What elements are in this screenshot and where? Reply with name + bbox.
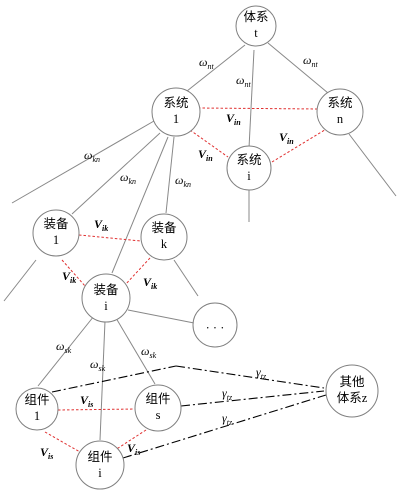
edge-t-system1 [186, 44, 246, 92]
external-top [175, 365, 325, 389]
omega-kn-label: ωkn [175, 173, 191, 189]
v-labels: Vin Vin Vin Vik Vik Vik Vis Vis Vis [40, 111, 294, 461]
coupling-system1-systemi [189, 129, 229, 158]
v-in-label: Vin [279, 130, 294, 146]
v-ik-label: Vik [62, 269, 76, 285]
node-component-i: 组件 i [75, 440, 125, 490]
omega-kn-label: ωkn [120, 170, 136, 186]
v-in-label: Vin [226, 111, 241, 127]
edge-system1-equipmenti [111, 136, 169, 274]
node-label-line2: s [156, 408, 161, 422]
node-system-n: 系统 n [316, 88, 364, 136]
node-label-line2: k [161, 237, 168, 251]
node-other-system: 其他 体系z [325, 364, 379, 418]
node-equipment-1: 装备 1 [32, 209, 80, 257]
node-label-line2: i [247, 169, 251, 183]
edge-equipmenti-component1 [37, 315, 95, 387]
node-system-1: 系统 1 [151, 87, 201, 137]
coupling-systemi-systemn [271, 127, 329, 163]
node-label-line1: 装备 [43, 217, 69, 231]
node-label-line1: 系统 [327, 96, 352, 110]
v-ik-label: Vik [94, 217, 108, 233]
node-equipment-k: 装备 k [140, 213, 188, 261]
external-edges [51, 365, 327, 459]
node-label-line1: 组件 [145, 392, 170, 406]
node-label-line1: 系统 [163, 96, 188, 110]
edge-system1-equipmentk [165, 136, 175, 214]
node-equipment-i: 装备 i [81, 273, 131, 323]
node-label-line1: 装备 [151, 221, 177, 235]
node-label-line2: i [104, 299, 108, 313]
node-label-line1: · · · [206, 321, 225, 335]
edge-systemn-down [348, 133, 397, 197]
coupling-equipmentk-equipmenti [124, 257, 151, 286]
edge-equipmentk-right-branch [173, 259, 199, 297]
omega-labels: ωnt ωnt ωnt ωkn ωkn ωkn ωsk ωsk ωsk [56, 53, 318, 373]
node-label-line2: i [98, 466, 102, 480]
node-label-line1: 装备 [93, 283, 119, 297]
coupling-system1-systemn [197, 107, 319, 110]
node-label-line2: 1 [53, 233, 59, 247]
node-label-line1: 其他 [339, 375, 365, 389]
omega-kn-label: ωkn [84, 148, 100, 164]
node-ellipsis: · · · [192, 302, 238, 348]
external-componenti [122, 394, 327, 459]
v-in-label: Vin [198, 147, 213, 163]
omega-sk-label: ωsk [141, 344, 157, 360]
coupling-component1-components [57, 408, 137, 411]
edge-system1-left-branch [11, 120, 155, 204]
v-is-label: Vis [80, 393, 93, 409]
external-component1 [51, 365, 177, 393]
node-label-line1: 体系 [243, 10, 268, 24]
external-components [180, 390, 325, 407]
omega-nt-label: ωnt [303, 53, 318, 69]
coupling-equipment1-equipmentk [78, 234, 142, 242]
node-system-of-systems: 体系 t [235, 5, 277, 47]
gamma-tz-label: γtz [222, 411, 233, 427]
edge-equipmenti-components [115, 317, 156, 385]
node-component-1: 组件 1 [15, 387, 59, 431]
node-label-line2: 体系z [337, 391, 368, 405]
omega-nt-label: ωnt [199, 55, 214, 71]
omega-nt-label: ωnt [236, 73, 251, 89]
edge-system1-equipment1 [71, 132, 161, 215]
node-label-line2: t [254, 26, 258, 40]
gamma-labels: γtz γtz γtz [222, 365, 267, 427]
v-is-label: Vis [40, 445, 53, 461]
omega-sk-label: ωsk [56, 339, 72, 355]
coupling-equipment1-equipmenti [61, 259, 86, 287]
omega-sk-label: ωsk [90, 357, 106, 373]
node-system-i: 系统 i [226, 145, 272, 191]
edge-t-systemn [267, 42, 329, 94]
edge-t-systemi [248, 49, 255, 149]
v-is-label: Vis [127, 441, 140, 457]
node-label-line1: 组件 [87, 450, 112, 464]
gamma-tz-label: γtz [256, 365, 267, 381]
node-label-line1: 组件 [24, 393, 49, 407]
edge-equipmenti-componenti [99, 320, 106, 441]
gamma-tz-label: γtz [222, 386, 233, 402]
node-label-line1: 系统 [236, 153, 261, 167]
hierarchy-edges [3, 42, 397, 441]
node-component-s: 组件 s [134, 384, 182, 432]
node-label-line2: 1 [173, 112, 179, 126]
coupling-component1-componenti [44, 431, 81, 453]
node-label-line2: n [337, 112, 344, 126]
edge-equipmenti-ellipsis [127, 309, 195, 324]
v-ik-label: Vik [143, 275, 157, 291]
node-label-line2: 1 [34, 409, 40, 423]
edge-equipment1-left-branch [3, 259, 37, 302]
